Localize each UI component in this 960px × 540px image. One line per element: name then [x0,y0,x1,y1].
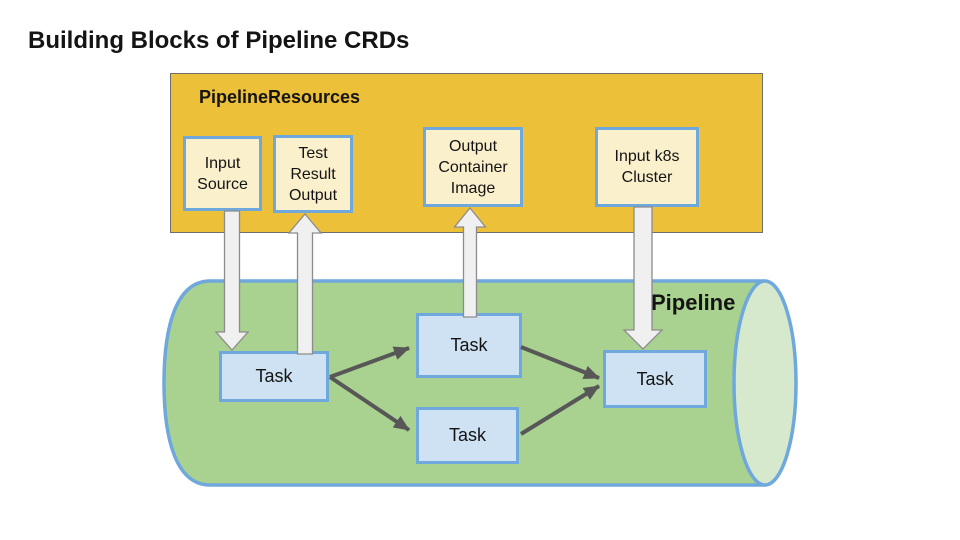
resource-box-label: Test Result Output [288,144,338,204]
pipeline-resources-label: PipelineResources [199,87,361,107]
block-arrow-down-k8s-cluster-to-task-icon [622,206,664,350]
cylinder-end-cap [732,279,798,487]
task-box-4: Task [603,350,707,408]
task-box-1: Task [219,351,329,402]
block-arrow-down-input-source-to-task-icon [214,210,250,351]
resource-box-input-k8s-cluster: Input k8s Cluster [595,127,699,207]
resource-box-output-container-image: Output Container Image [423,127,523,207]
pipeline-label: Pipeline [651,290,736,315]
resource-box-label: Output Container Image [438,137,508,197]
connector-task1-to-task3-icon [328,375,411,432]
connector-task3-to-task4-icon [519,384,601,436]
cylinder-body [162,279,765,487]
resource-box-input-source: Input Source [183,136,262,211]
connector-task1-to-task2-icon [329,346,410,379]
block-arrow-up-task-to-output-image-icon [453,206,487,318]
task-box-2: Task [416,313,522,378]
connector-task2-to-task4-icon [520,345,600,380]
page-title: Building Blocks of Pipeline CRDs [28,27,410,54]
task-label: Task [448,425,486,445]
resource-box-label: Input k8s Cluster [614,148,680,186]
task-label: Task [636,368,674,389]
task-label: Task [450,335,488,355]
resource-box-label: Input Source [197,154,248,193]
task-box-3: Task [416,407,519,464]
task-label: Task [255,366,293,386]
block-arrow-up-task-to-test-result-icon [287,212,323,355]
resource-box-test-result-output: Test Result Output [273,135,353,213]
